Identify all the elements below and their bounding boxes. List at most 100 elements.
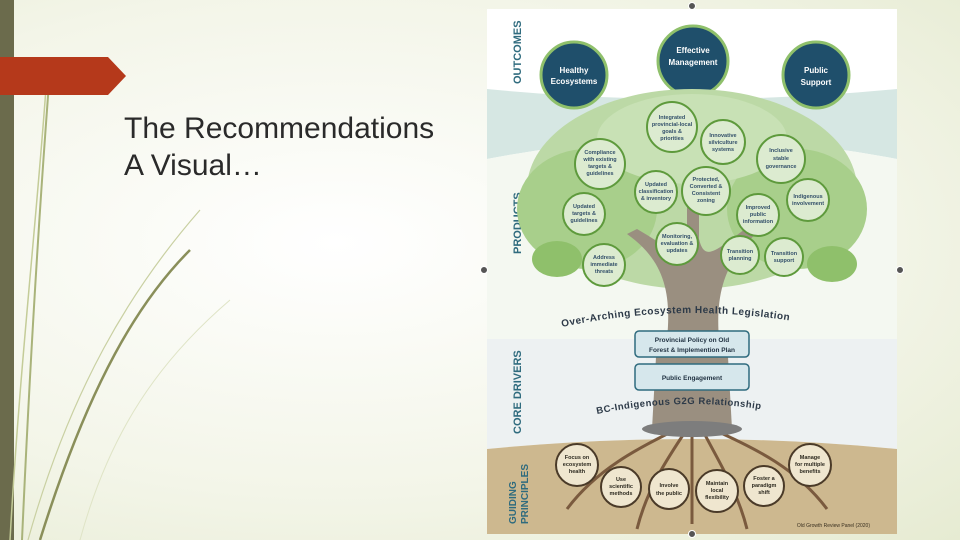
principle-involve-1: Involve — [660, 483, 679, 489]
product-planning-circle — [720, 235, 760, 275]
product-information-1: Improved — [746, 205, 771, 211]
principle-benefits-circle — [788, 443, 832, 487]
product-zoning-2: Converted & — [690, 184, 723, 190]
product-compliance-4: guidelines — [586, 171, 613, 177]
product-threats-2: immediate — [590, 262, 617, 268]
resize-handle-bottom[interactable] — [688, 530, 696, 538]
core-policy-box — [634, 330, 750, 358]
product-support-1: Transition — [771, 251, 798, 257]
resize-handle-top[interactable] — [688, 2, 696, 10]
product-monitoring-3: updates — [666, 248, 687, 254]
section-guiding: GUIDING — [508, 481, 519, 524]
product-targets-3: guidelines — [570, 218, 597, 224]
product-compliance-1: Compliance — [584, 150, 615, 156]
core-policy-1: Provincial Policy on Old — [655, 337, 729, 344]
principle-focus-1: Focus on — [565, 455, 590, 461]
principle-paradigm-1: Foster a — [753, 476, 775, 482]
product-innovative-1: Innovative — [709, 133, 736, 139]
product-classification-2: classification — [639, 189, 674, 195]
product-indigenous-circle — [786, 178, 830, 222]
product-support-circle — [764, 237, 804, 277]
section-core-drivers: CORE DRIVERS — [512, 350, 524, 434]
product-threats-circle — [582, 243, 626, 287]
product-zoning-1: Protected, — [693, 177, 720, 183]
product-compliance-circle — [574, 138, 626, 190]
product-monitoring-2: evaluation & — [661, 241, 694, 247]
principle-science-1: Use — [616, 477, 626, 483]
root-stones — [642, 421, 742, 437]
product-classification-3: & inventory — [641, 196, 672, 202]
outcome-healthy-1: Healthy — [560, 66, 589, 75]
outcome-effective-2: Management — [669, 58, 718, 67]
principle-paradigm-2: paradigm — [752, 483, 777, 489]
product-integrated-circle — [646, 101, 698, 153]
product-indigenous-1: Indigenous — [793, 194, 822, 200]
product-integrated-2: provincial-local — [652, 122, 693, 128]
core-policy-2: Forest & Implemention Plan — [649, 347, 735, 354]
title-accent-arrow — [0, 57, 126, 95]
slide-title: The Recommendations A Visual… — [124, 110, 434, 184]
section-principles: PRINCIPLES — [520, 464, 531, 524]
principle-involve-circle — [648, 468, 690, 510]
product-threats-1: Address — [593, 255, 615, 261]
product-targets-1: Updated — [573, 204, 595, 210]
product-innovative-circle — [700, 119, 746, 165]
core-engagement: Public Engagement — [662, 375, 723, 382]
product-zoning-circle — [681, 166, 731, 216]
product-monitoring-circle — [655, 222, 699, 266]
principle-focus-2: ecosystem — [563, 462, 592, 468]
principle-benefits-1: Manage — [800, 455, 820, 461]
product-inclusive-circle — [756, 134, 806, 184]
product-innovative-2: silviculture — [708, 140, 737, 146]
outcome-public-2: Support — [801, 78, 832, 87]
outcome-public-1: Public — [804, 66, 829, 75]
tree-poster-image[interactable]: OUTCOMES PRODUCTS CORE DRIVERS GUIDING P… — [487, 9, 897, 534]
product-zoning-3: Consistent — [692, 191, 721, 197]
left-accent-bar — [0, 0, 14, 540]
product-classification-1: Updated — [645, 182, 667, 188]
product-information-2: public — [750, 212, 766, 218]
principle-paradigm-circle — [743, 465, 785, 507]
product-inclusive-1: Inclusive — [769, 148, 793, 154]
product-compliance-2: with existing — [582, 157, 616, 163]
principle-science-circle — [600, 466, 642, 508]
title-line-1: The Recommendations — [124, 112, 435, 145]
product-integrated-4: priorities — [660, 136, 684, 142]
product-targets-circle — [562, 192, 606, 236]
section-outcomes: OUTCOMES — [512, 20, 524, 84]
product-indigenous-2: involvement — [792, 201, 824, 207]
resize-handle-right[interactable] — [896, 266, 904, 274]
product-zoning-4: zoning — [697, 198, 715, 204]
product-classification-circle — [634, 170, 678, 214]
product-targets-2: targets & — [572, 211, 596, 217]
principle-flexibility-2: local — [711, 488, 724, 494]
principle-flexibility-circle — [695, 469, 739, 513]
product-planning-1: Transition — [727, 249, 754, 255]
product-monitoring-1: Monitoring, — [662, 234, 692, 240]
principle-involve-2: the public — [656, 491, 682, 497]
poster-credit: Old Growth Review Panel (2020) — [797, 523, 870, 529]
product-information-circle — [736, 193, 780, 237]
outcome-effective-1: Effective — [676, 46, 710, 55]
principle-flexibility-3: flexibility — [705, 495, 730, 501]
product-compliance-3: targets & — [588, 164, 612, 170]
resize-handle-left[interactable] — [480, 266, 488, 274]
product-planning-2: planning — [729, 256, 752, 262]
principle-paradigm-3: shift — [758, 490, 770, 496]
principle-benefits-3: benefits — [799, 469, 820, 475]
product-support-2: support — [774, 258, 795, 264]
principle-science-2: scientific — [609, 484, 633, 490]
principle-science-3: methods — [610, 491, 633, 497]
outcome-healthy-circle — [539, 40, 609, 110]
product-integrated-3: goals & — [662, 129, 682, 135]
core-engagement-box — [634, 363, 750, 391]
principle-focus-3: health — [569, 469, 586, 475]
product-inclusive-2: stable — [773, 156, 789, 162]
product-integrated-1: Integrated — [659, 115, 686, 121]
product-information-3: information — [743, 219, 774, 225]
title-line-2: A Visual… — [124, 149, 262, 182]
product-inclusive-3: governance — [766, 164, 797, 170]
outcome-public-circle — [781, 40, 851, 110]
product-innovative-3: systems — [712, 147, 734, 153]
principle-benefits-2: for multiple — [795, 462, 825, 468]
